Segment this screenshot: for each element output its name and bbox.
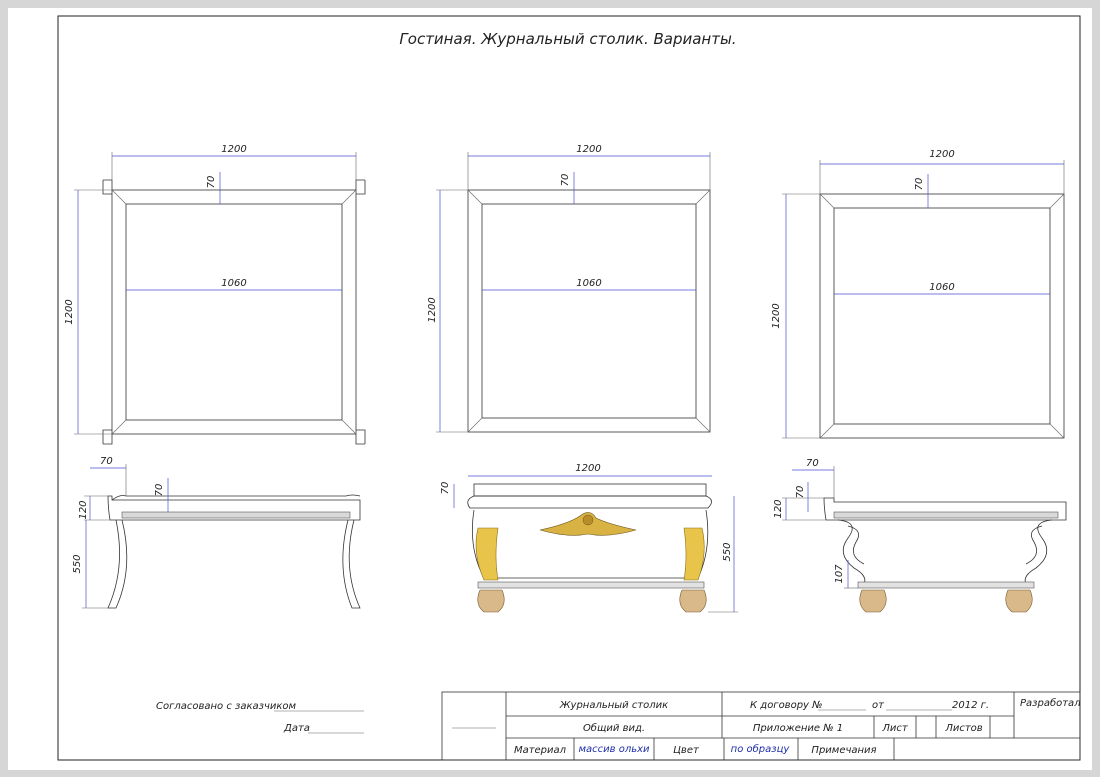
plan3-depth-label: 1200 bbox=[771, 303, 782, 328]
agreed-label: Согласовано с заказчиком bbox=[156, 701, 297, 712]
plan2-inner-label: 1060 bbox=[576, 278, 601, 289]
plan3-width-label: 1200 bbox=[929, 149, 954, 160]
appendix-label: Приложение № 1 bbox=[753, 723, 843, 734]
approval-block: Согласовано с заказчиком Дата bbox=[156, 701, 364, 734]
side-view-3: 70 120 70 107 bbox=[773, 458, 1067, 613]
title-block: Журнальный столик Общий вид. К договору … bbox=[441, 691, 1081, 761]
color-value: по образцу bbox=[731, 743, 791, 755]
plan1-inner-label: 1060 bbox=[221, 278, 246, 289]
plan2-width-label: 1200 bbox=[576, 144, 601, 155]
year-label: 2012 г. bbox=[952, 700, 989, 711]
side2-length-label: 1200 bbox=[575, 463, 600, 474]
side-view-2: 1200 70 550 bbox=[440, 463, 738, 613]
side2-height-label: 550 bbox=[722, 542, 733, 561]
side1-inner-offset-label: 70 bbox=[154, 484, 165, 497]
sheets-label: Листов bbox=[944, 723, 982, 734]
plan-view-2: 1200 1200 70 1060 bbox=[427, 144, 711, 433]
plan1-border-label: 70 bbox=[206, 176, 217, 189]
plan2-border-label: 70 bbox=[560, 174, 571, 187]
plan3-inner-label: 1060 bbox=[929, 282, 954, 293]
material-value: массив ольхи bbox=[578, 744, 650, 755]
side3-shelf-label: 107 bbox=[834, 564, 845, 584]
side3-inner-offset-label: 70 bbox=[795, 486, 806, 499]
plan1-depth-label: 1200 bbox=[64, 299, 75, 324]
side2-thickness-label: 70 bbox=[440, 482, 451, 495]
developed-label: Разработал bbox=[1020, 697, 1081, 709]
plan1-width-label: 1200 bbox=[221, 144, 246, 155]
side-view-1: 70 120 70 550 bbox=[72, 456, 361, 609]
drawing-title: Гостиная. Журнальный столик. Варианты. bbox=[399, 30, 736, 48]
side1-offset-label: 70 bbox=[100, 456, 113, 467]
notes-label: Примечания bbox=[811, 745, 876, 756]
plan2-depth-label: 1200 bbox=[427, 297, 438, 322]
product-name: Журнальный столик bbox=[559, 700, 668, 711]
view-name: Общий вид. bbox=[583, 722, 645, 734]
drawing-sheet: Гостиная. Журнальный столик. Варианты. 1… bbox=[8, 8, 1092, 770]
contract-label: К договору № bbox=[750, 700, 823, 711]
plan-view-1: 1200 1200 70 1060 bbox=[64, 144, 366, 445]
side1-thickness-label: 120 bbox=[78, 500, 89, 519]
from-label: от bbox=[872, 700, 885, 711]
plan-view-3: 1200 1200 70 1060 bbox=[771, 149, 1065, 439]
material-label: Материал bbox=[514, 745, 567, 756]
technical-drawing: Гостиная. Журнальный столик. Варианты. 1… bbox=[57, 15, 1081, 761]
side1-height-label: 550 bbox=[72, 554, 83, 573]
sheet-label: Лист bbox=[881, 723, 909, 734]
color-label: Цвет bbox=[673, 745, 700, 756]
drawing-frame bbox=[57, 15, 1081, 761]
plan3-border-label: 70 bbox=[914, 178, 925, 191]
side3-offset-label: 70 bbox=[806, 458, 819, 469]
date-label: Дата bbox=[283, 723, 310, 734]
side3-thickness-label: 120 bbox=[773, 499, 784, 518]
